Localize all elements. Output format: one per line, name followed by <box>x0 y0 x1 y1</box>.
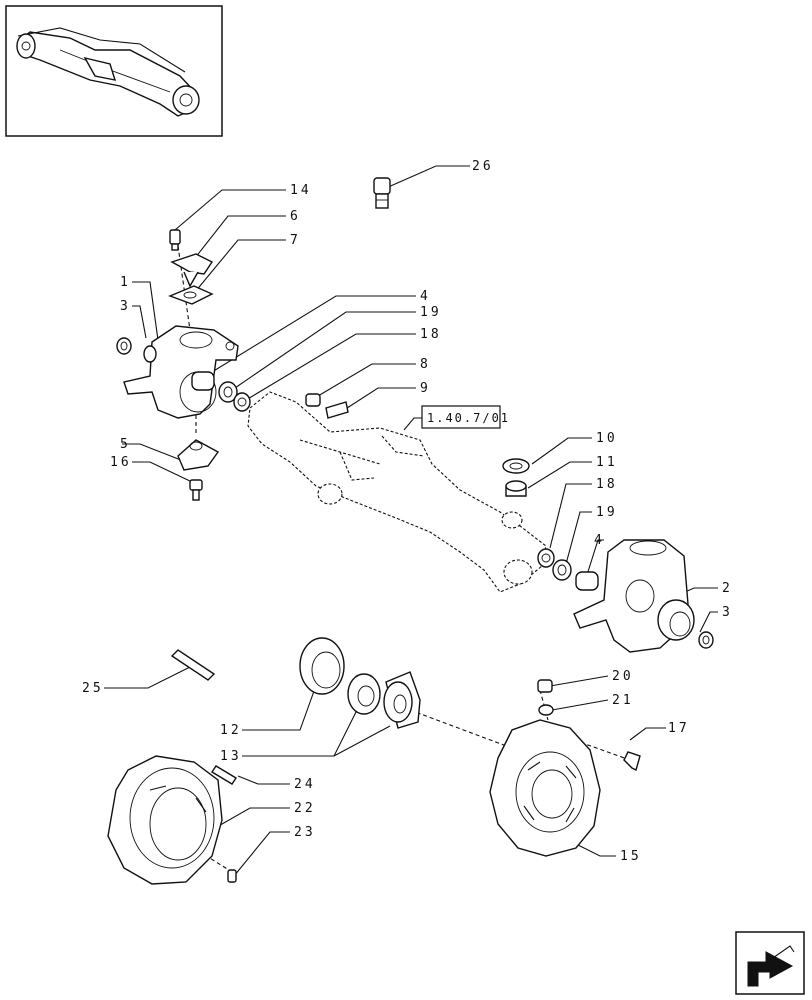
leader-lines <box>104 165 718 877</box>
part-14-pin <box>169 229 181 251</box>
part-10-washer <box>502 458 530 474</box>
axle-thumbnail <box>5 5 223 137</box>
callout-3-left: 3 <box>120 299 131 314</box>
part-23-bolt <box>227 869 237 883</box>
part-17-stud <box>623 751 641 772</box>
part-12-seal-ring <box>299 637 345 695</box>
part-16-grease-nipple <box>189 479 203 501</box>
callout-4-right: 4 <box>594 533 605 548</box>
callout-8: 8 <box>420 357 431 372</box>
part-4-19-18-left <box>191 371 251 412</box>
part-6-kingpin-cap <box>170 253 214 288</box>
callout-numbers: 14 6 7 26 1 3 4 19 18 8 9 5 16 10 11 18 … <box>82 159 733 864</box>
part-7-shim <box>168 285 214 305</box>
callout-18-left: 18 <box>420 327 442 342</box>
callout-25: 25 <box>82 681 104 696</box>
part-1-left-knuckle <box>123 325 239 419</box>
reference-box[interactable]: 1.40.7/01 <box>421 405 510 429</box>
callout-18-right: 18 <box>596 477 618 492</box>
part-13-bearings <box>347 671 421 729</box>
callout-16: 16 <box>110 455 132 470</box>
axle-housing <box>247 391 547 593</box>
callout-19-left: 19 <box>420 305 442 320</box>
callout-12: 12 <box>220 723 242 738</box>
part-8-9-pins <box>305 393 349 419</box>
part-24-dowel <box>211 765 237 785</box>
reference-code: 1.40.7/01 <box>427 411 510 425</box>
part-18-19-4-right <box>537 548 599 591</box>
callout-24: 24 <box>294 777 316 792</box>
callout-19-right: 19 <box>596 505 618 520</box>
callout-17: 17 <box>668 721 690 736</box>
callout-3-right: 3 <box>722 605 733 620</box>
callout-5: 5 <box>120 437 131 452</box>
callout-2: 2 <box>722 581 733 596</box>
callout-13: 13 <box>220 749 242 764</box>
callout-22: 22 <box>294 801 316 816</box>
part-3-right-seal <box>698 631 714 649</box>
callout-9: 9 <box>420 381 431 396</box>
callout-4-left: 4 <box>420 289 431 304</box>
part-5-lower-cap <box>177 439 220 471</box>
callout-11: 11 <box>596 455 618 470</box>
callout-20: 20 <box>612 669 634 684</box>
callout-14: 14 <box>290 183 312 198</box>
part-22-wheel-hub-carrier <box>107 755 223 885</box>
part-20-plug <box>537 679 553 693</box>
callout-10: 10 <box>596 431 618 446</box>
part-26-breather <box>373 177 391 209</box>
part-21-washer <box>538 704 554 716</box>
part-2-right-knuckle <box>573 539 695 653</box>
callout-15: 15 <box>620 849 642 864</box>
part-11-bushing <box>505 480 527 497</box>
callout-26: 26 <box>472 159 494 174</box>
callout-21: 21 <box>612 693 634 708</box>
callout-7: 7 <box>290 233 301 248</box>
part-15-hub <box>489 719 601 857</box>
callout-23: 23 <box>294 825 316 840</box>
part-25-stud <box>170 649 216 681</box>
callout-1: 1 <box>120 275 131 290</box>
next-page-arrow-icon[interactable] <box>735 931 805 995</box>
callout-6: 6 <box>290 209 301 224</box>
part-3-left-seal <box>116 337 132 355</box>
